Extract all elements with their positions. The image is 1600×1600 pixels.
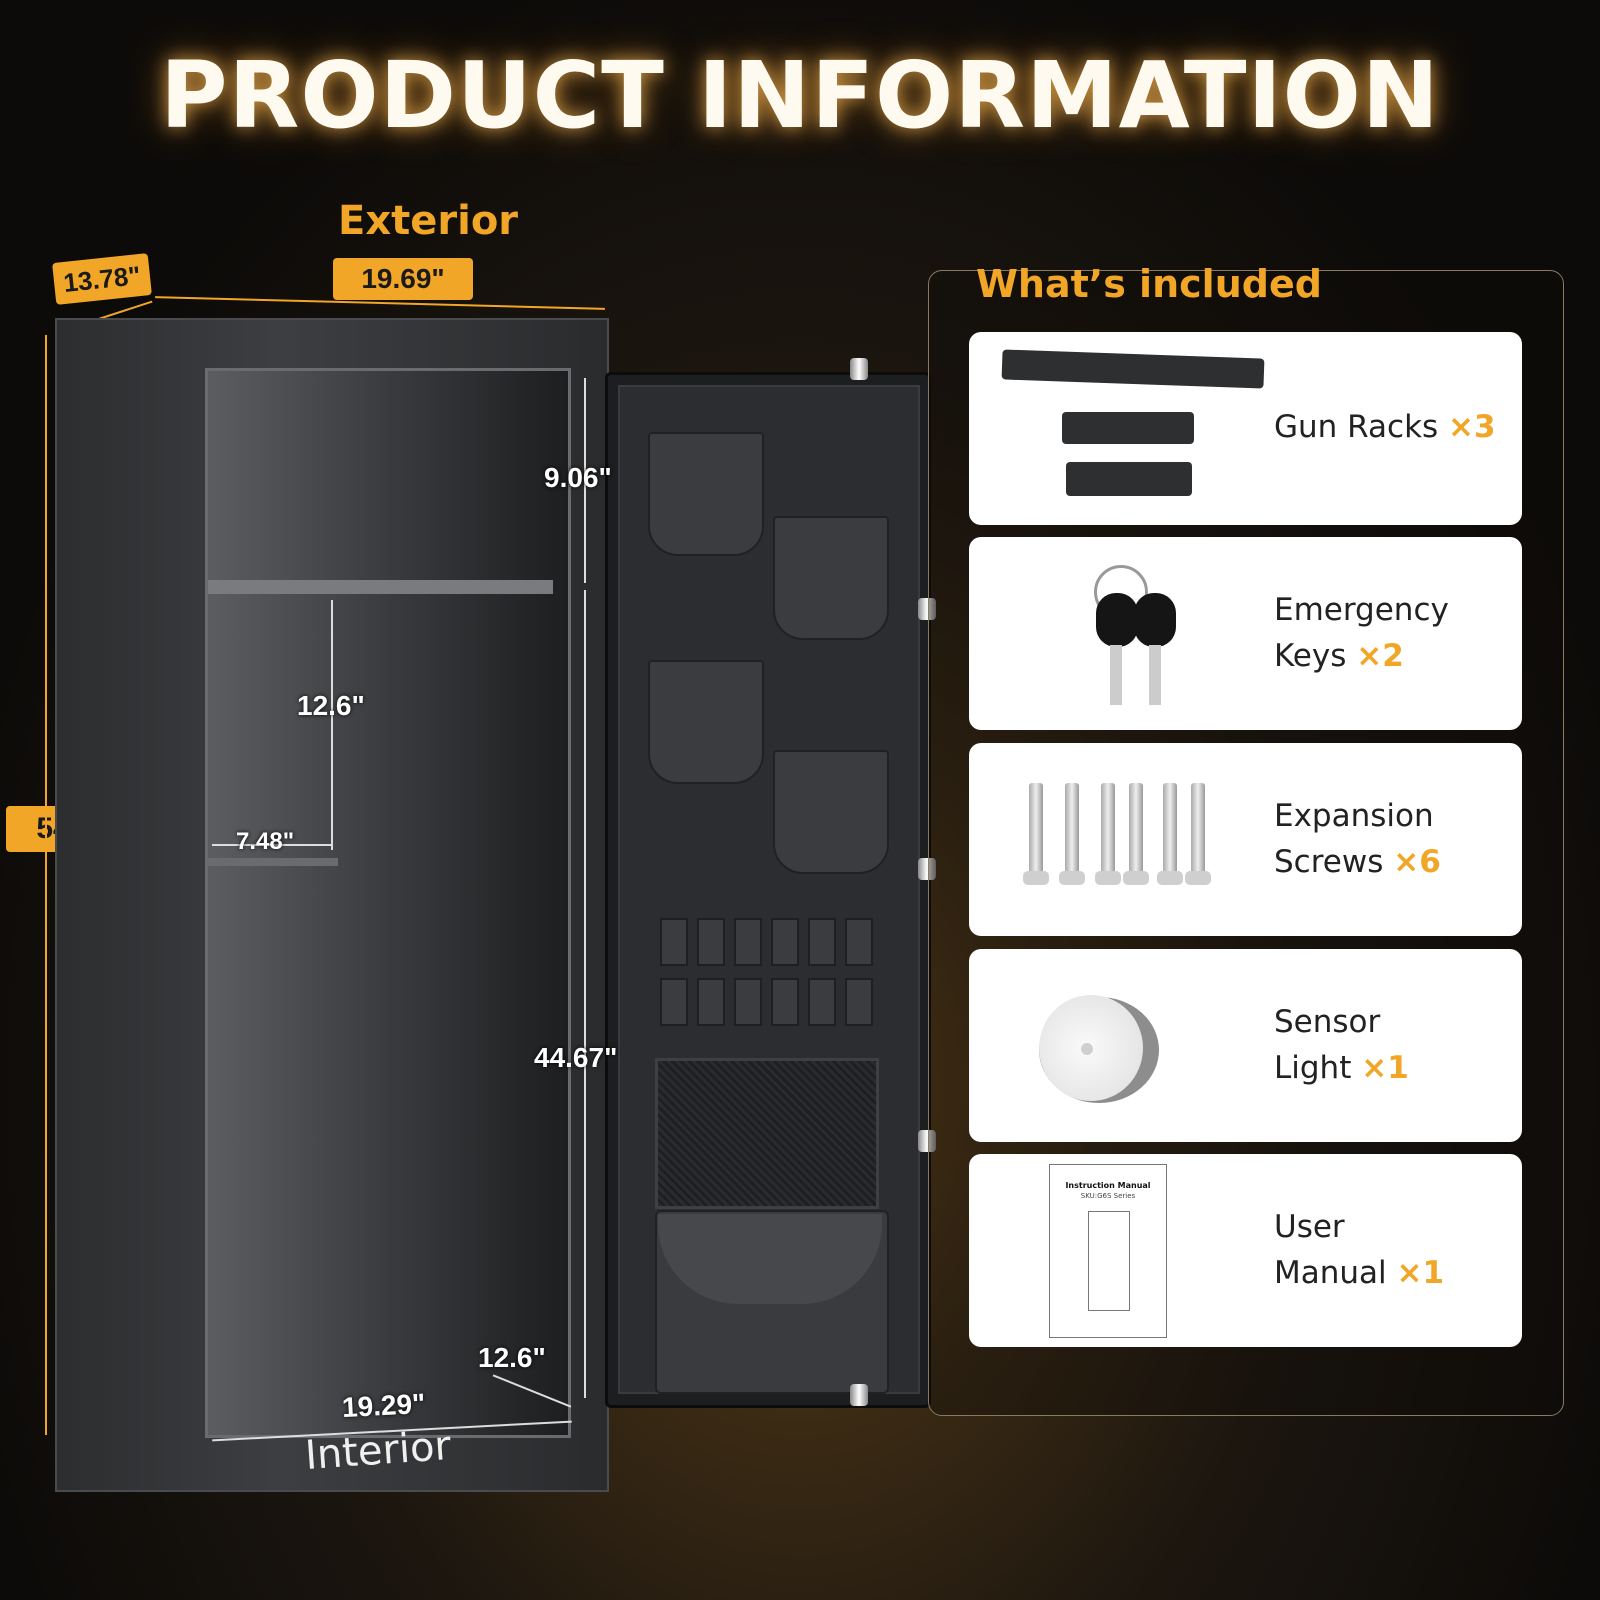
manual-title: Instruction Manual: [1065, 1181, 1151, 1190]
mag-slot: [734, 918, 762, 966]
bolt-knob: [850, 358, 868, 380]
bolt-knob: [918, 1130, 936, 1152]
included-card-screws: Expansion Screws ×6: [969, 743, 1522, 936]
mag-slot: [771, 978, 799, 1026]
door-pocket: [648, 660, 764, 784]
included-card-keys: Emergency Keys ×2: [969, 537, 1522, 730]
compartment-height-line: [331, 600, 333, 850]
mag-slot: [845, 978, 873, 1026]
safe-interior: [205, 368, 571, 1438]
mag-slot: [845, 918, 873, 966]
depth-badge: 13.78": [52, 253, 152, 305]
manual-sku: SKU:G6S Series: [1080, 1192, 1136, 1200]
mag-slot: [697, 918, 725, 966]
compartment-width-line: [212, 844, 332, 846]
page-title: PRODUCT INFORMATION: [160, 42, 1440, 149]
interior-width-label: 19.29": [341, 1387, 427, 1424]
top-height-label: 9.06": [544, 462, 612, 493]
bolt-knob: [918, 858, 936, 880]
mag-slot: [660, 978, 688, 1026]
compartment-height-label: 12.6": [297, 690, 365, 721]
gun-racks-label: Gun Racks ×3: [1274, 409, 1496, 445]
safe-shelf: [208, 580, 553, 594]
interior-depth-label: 12.6": [478, 1342, 546, 1373]
sensor-light-label: Sensor Light ×1: [1274, 1004, 1409, 1086]
mag-slot: [808, 978, 836, 1026]
keys-label: Emergency Keys ×2: [1274, 592, 1449, 674]
mesh-pocket: [655, 1058, 879, 1209]
mag-slot: [697, 978, 725, 1026]
lower-height-label: 44.67": [534, 1042, 618, 1073]
door-pocket: [773, 516, 889, 640]
screws-label: Expansion Screws ×6: [1274, 798, 1441, 880]
included-card-sensor-light: Sensor Light ×1: [969, 949, 1522, 1142]
bolt-knob: [850, 1384, 868, 1406]
compartment-shelf: [208, 858, 338, 866]
included-title: What’s included: [976, 262, 1322, 306]
lower-height-line: [584, 590, 586, 1398]
door-pocket: [648, 432, 764, 556]
pouch-flap: [658, 1214, 882, 1304]
bolt-knob: [918, 598, 936, 620]
width-badge: 19.69": [333, 258, 473, 300]
top-height-line: [584, 378, 586, 583]
included-card-gun-racks: Gun Racks ×3: [969, 332, 1522, 525]
exterior-label: Exterior: [338, 198, 519, 244]
included-card-manual: Instruction Manual SKU:G6S Series User M…: [969, 1154, 1522, 1347]
manual-label: User Manual ×1: [1274, 1209, 1445, 1291]
compartment-width-label: 7.48": [236, 828, 295, 855]
door-pocket: [773, 750, 889, 874]
mag-slot: [771, 918, 799, 966]
height-line: [45, 335, 47, 1435]
mag-slot: [660, 918, 688, 966]
manual-icon: Instruction Manual SKU:G6S Series: [1049, 1164, 1167, 1338]
mag-slot: [808, 918, 836, 966]
mag-slot: [734, 978, 762, 1026]
